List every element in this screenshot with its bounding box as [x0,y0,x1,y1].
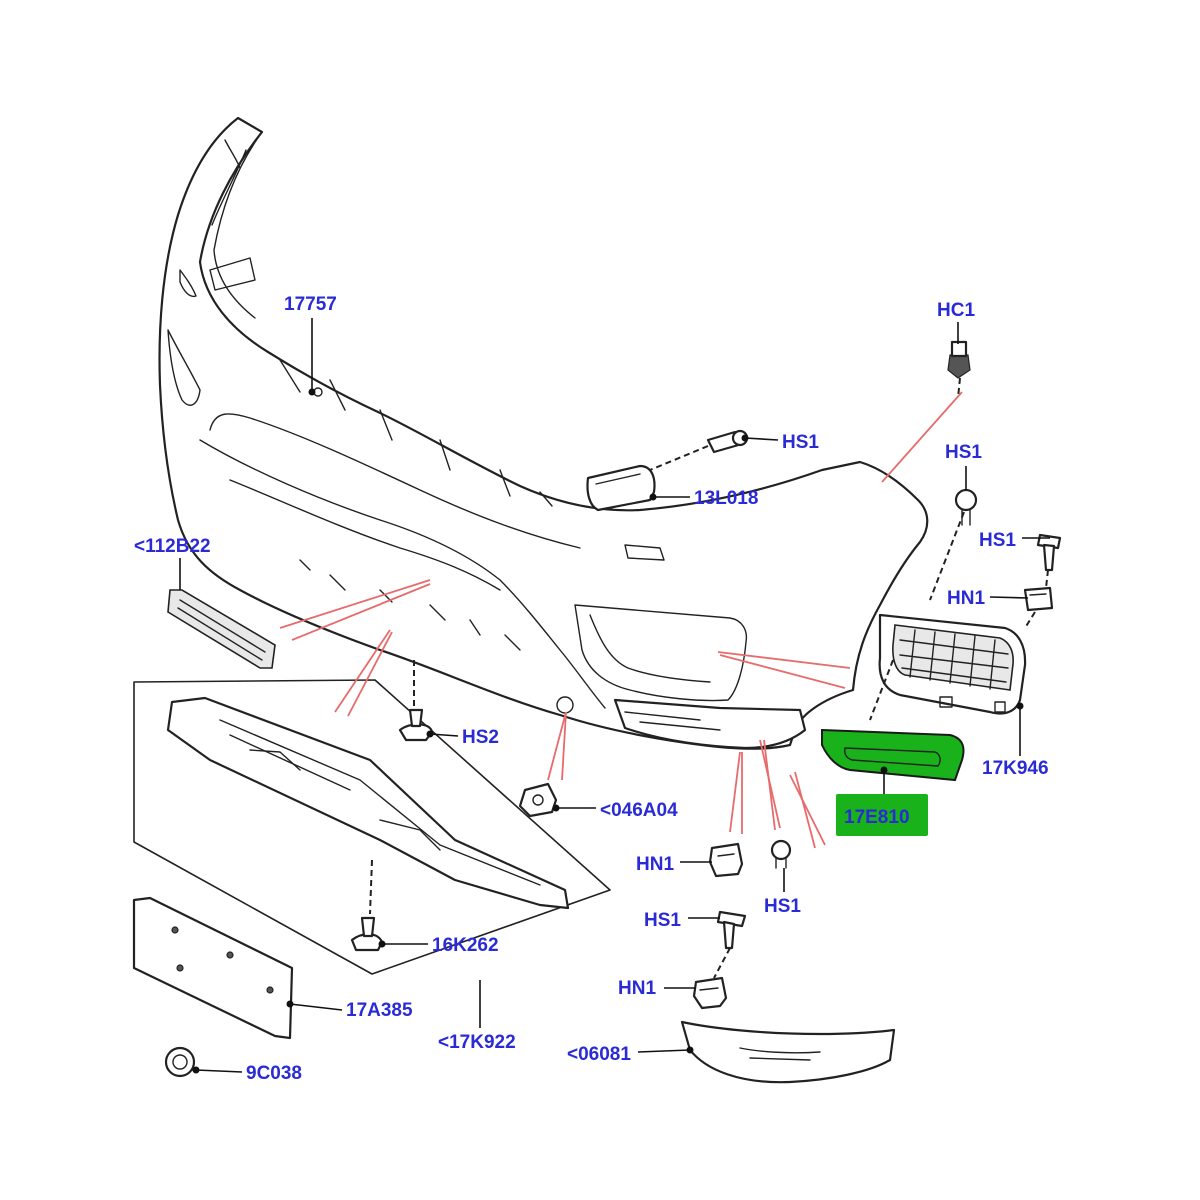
fog-lamp-bezel-17k946 [878,613,1027,715]
fastener-hc1 [947,340,971,379]
callout-17e810: 17E810 [844,807,910,828]
callout-06081: <06081 [567,1044,631,1065]
fastener-hs2 [398,708,434,742]
callout-hs1-right: HS1 [945,442,982,463]
fastener-hs1-right [954,488,978,526]
undertray-17k922 [166,696,570,910]
fog-lamp-trim-17e810 [821,728,965,782]
fastener-hn1-mid [708,842,744,878]
reference-lines [279,391,963,849]
callout-17k946: 17K946 [982,758,1049,779]
callout-hs1-mid: HS1 [764,896,801,917]
bumper-lower-lip [613,698,807,750]
callout-112b22: <112B22 [134,536,211,557]
callout-hc1: HC1 [937,300,975,321]
callout-hn1-low: HN1 [618,978,656,999]
leader-lines [179,318,1050,1074]
highlight-box-17e810 [836,794,928,836]
callout-hs1-low: HS1 [644,910,681,931]
callout-17a385: 17A385 [346,1000,413,1021]
fastener-16k262 [350,916,384,952]
fastener-hn1-low [692,976,728,1010]
fastener-046a04 [518,782,558,818]
washer-cover-13l018 [586,464,656,512]
fastener-hs1-top [706,429,749,454]
callout-17757: 17757 [284,294,337,315]
assembly-lines [369,377,1049,979]
bumper-trim-06081 [680,1020,896,1084]
fastener-hs1-low [716,910,747,950]
fastener-9c038 [164,1046,196,1078]
callout-046a04: <046A04 [600,800,678,821]
license-plate-bracket-17a385 [132,896,294,1040]
callout-hs1-right2: HS1 [979,530,1016,551]
callout-hs1-top: HS1 [782,432,819,453]
callout-hn1-mid: HN1 [636,854,674,875]
fastener-hs1-mid [770,839,792,869]
callout-9c038: 9C038 [246,1063,302,1084]
callout-13l018: 13L018 [694,488,758,509]
fastener-hn1-right [1023,586,1054,612]
callout-17k922: <17K922 [438,1032,516,1053]
callout-16k262: 16K262 [432,935,499,956]
undertray-box [133,679,611,975]
fastener-hs1-right2 [1036,533,1062,572]
grille-112b22 [167,589,276,669]
callout-labels: 17757 HC1 HS1 13L018 HS1 HS1 HN1 <112B22… [134,294,1049,1084]
callout-hs2: HS2 [462,727,499,748]
front-bumper-cover [158,116,929,750]
callout-hn1-right: HN1 [947,588,985,609]
